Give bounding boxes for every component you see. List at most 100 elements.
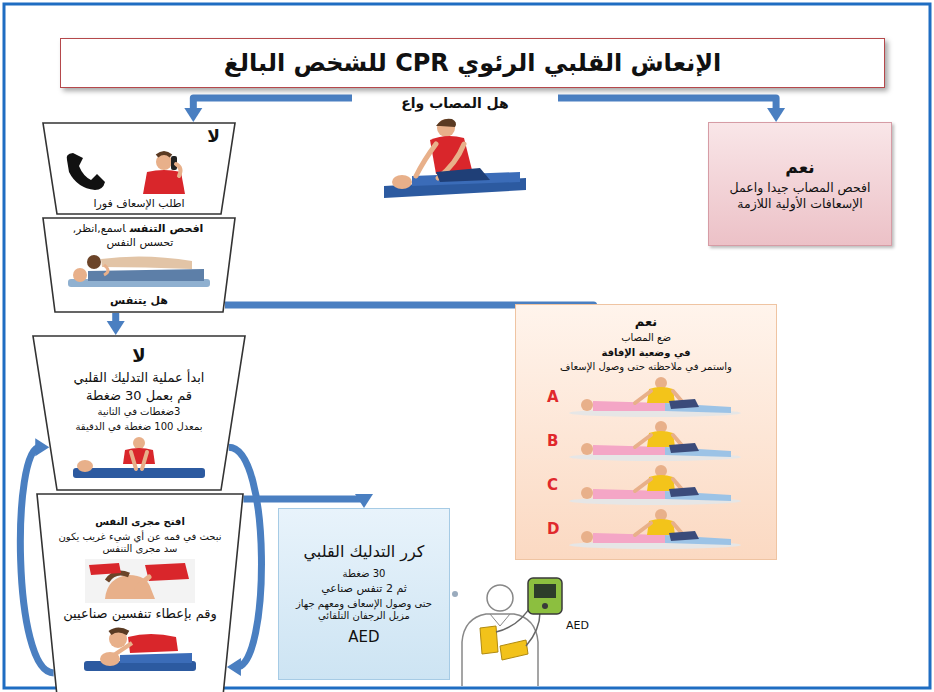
recovery-position-figure xyxy=(565,421,745,461)
figure-part xyxy=(128,634,178,653)
flow-arrow xyxy=(107,313,125,335)
step-funnel: لا ابدأ عملية التدليك القلبي قم بعمل 30 ضغ… xyxy=(32,335,246,491)
figure-part xyxy=(133,437,145,449)
box-content: لا اطلب الإسعاف فورا xyxy=(42,122,236,215)
recovery-step: C xyxy=(547,465,745,505)
question-text: هل المصاب واع xyxy=(401,95,509,113)
answer-label: لا xyxy=(132,345,145,368)
arrow-head xyxy=(35,438,49,456)
figure-part xyxy=(145,563,189,581)
figure-part xyxy=(110,630,128,633)
arrow-head xyxy=(107,321,125,335)
position-letter: B xyxy=(547,432,565,451)
phone-call-figure xyxy=(59,150,219,194)
node-text: افتح مجرى النفس xyxy=(95,516,185,529)
node-text: واستمر في ملاحظته حتى وصول الإسعاف xyxy=(560,361,732,374)
box-heading: كرر التدليك القلبي xyxy=(304,542,425,562)
figure-part xyxy=(392,175,412,189)
node-text: بمعدل 100 ضغطة في الدقيقة xyxy=(76,421,203,434)
figure-part xyxy=(581,531,593,543)
arrow-shaft xyxy=(243,495,364,503)
figure-part xyxy=(581,443,593,455)
node-text: ضع المصاب xyxy=(621,332,671,345)
step-funnel: افحص التنفساسمع,انظر, تحسس النفس هل يتنف… xyxy=(42,217,236,313)
figure-part xyxy=(109,630,127,648)
figure-part xyxy=(67,153,105,190)
arrow-head xyxy=(184,108,202,122)
arrow-head xyxy=(767,108,785,122)
answer-box: نعمافحص المصاب جيدا واعمل الإسعافات الأو… xyxy=(708,122,892,246)
figure-part xyxy=(156,154,172,170)
breath-check-figure xyxy=(64,253,214,291)
node-text: ابدأ عملية التدليك القلبي xyxy=(74,370,205,386)
funnel-path xyxy=(33,336,245,490)
figure-part xyxy=(137,577,149,589)
question-text: هل يتنفس xyxy=(110,294,168,308)
figure-part xyxy=(123,448,155,464)
figure-part xyxy=(669,531,699,541)
node-text: اطلب الإسعاف فورا xyxy=(93,197,184,211)
rescuer-figure xyxy=(380,116,530,202)
node-text: ثم 2 تنفس صناعي xyxy=(321,582,407,596)
funnel-path xyxy=(43,218,235,312)
node-text: افحص المصاب جيدا واعمل الإسعافات الأولية… xyxy=(725,180,875,211)
compression-figure xyxy=(69,436,209,480)
figure-part xyxy=(89,563,121,575)
recovery-step: A xyxy=(547,377,745,417)
box-content: نعمضع المصابفي وضعية الإفاقةواستمر في مل… xyxy=(516,305,776,559)
node-text: قم بعمل 30 ضغطة xyxy=(86,388,192,404)
figure-part xyxy=(437,119,455,137)
position-letter: A xyxy=(547,388,565,407)
arrow-shaft xyxy=(193,98,352,112)
figure-part xyxy=(77,460,93,472)
box-content: افتح مجرى النفس نبحث في فمه عن أي شيء غري… xyxy=(36,493,244,692)
device-label: AED xyxy=(566,619,589,633)
figure-part xyxy=(669,487,699,497)
flow-arrow xyxy=(558,98,785,122)
node-text: وقم بإعطاء تنفسين صناعيين xyxy=(63,606,217,622)
recovery-step: B xyxy=(547,421,745,461)
figure-part xyxy=(500,640,528,660)
figure-part xyxy=(528,578,562,614)
box-content: افحص التنفساسمع,انظر, تحسس النفس هل يتنف… xyxy=(42,217,236,313)
picture-frame xyxy=(4,4,930,688)
node-text: في وضعية الإفاقة xyxy=(601,347,690,360)
figure-part xyxy=(157,153,171,156)
arrow-head xyxy=(355,494,373,508)
recovery-step: D xyxy=(547,509,745,549)
rescue-breath-figure xyxy=(80,625,200,673)
title-box: الإنعاش القلبي الرئوي CPR للشخص البالغ xyxy=(60,38,885,88)
arrow-head xyxy=(227,658,241,676)
box-content: نعمافحص المصاب جيدا واعمل الإسعافات الأو… xyxy=(709,123,891,245)
figure-part xyxy=(176,164,180,176)
recovery-position-figure xyxy=(565,377,745,417)
position-letter: D xyxy=(547,520,565,539)
step-funnel: افتح مجرى النفس نبحث في فمه عن أي شيء غري… xyxy=(36,493,244,692)
figure-part xyxy=(73,468,205,478)
answer-label: لا xyxy=(207,126,220,147)
figure-part xyxy=(669,399,699,409)
position-letter: C xyxy=(547,476,565,495)
figure-part xyxy=(462,614,538,686)
figure-part xyxy=(534,584,556,598)
figure-part xyxy=(85,559,195,603)
step-funnel: لا اطلب الإسعاف فورا xyxy=(42,122,236,215)
figure-part xyxy=(581,399,593,411)
figure-part xyxy=(452,591,458,597)
flow-arrow xyxy=(184,98,352,122)
node-text: افحص التنفس xyxy=(130,222,204,235)
repeat-box: كرر التدليك القلبي30 ضغطةثم 2 تنفس صناعي… xyxy=(278,508,450,680)
figure-part xyxy=(87,255,101,269)
node-text: حتى وصول الإسعاف ومعهم جهاز مزيل الرجفان… xyxy=(287,598,441,623)
figure-part xyxy=(581,487,593,499)
aed-figure xyxy=(452,578,562,686)
figure-part xyxy=(114,643,132,655)
title-text: الإنعاش القلبي الرئوي CPR للشخص البالغ xyxy=(224,48,722,78)
figure-part xyxy=(487,585,513,611)
figure-part xyxy=(120,653,192,663)
node-text: نبحث في فمه عن أي شيء غريب يكون سد مجرى … xyxy=(58,531,222,556)
box-content: هل المصاب واع xyxy=(352,92,558,206)
figure-part xyxy=(105,575,155,599)
node-text: 3ضغطات في الثانية xyxy=(98,406,181,419)
